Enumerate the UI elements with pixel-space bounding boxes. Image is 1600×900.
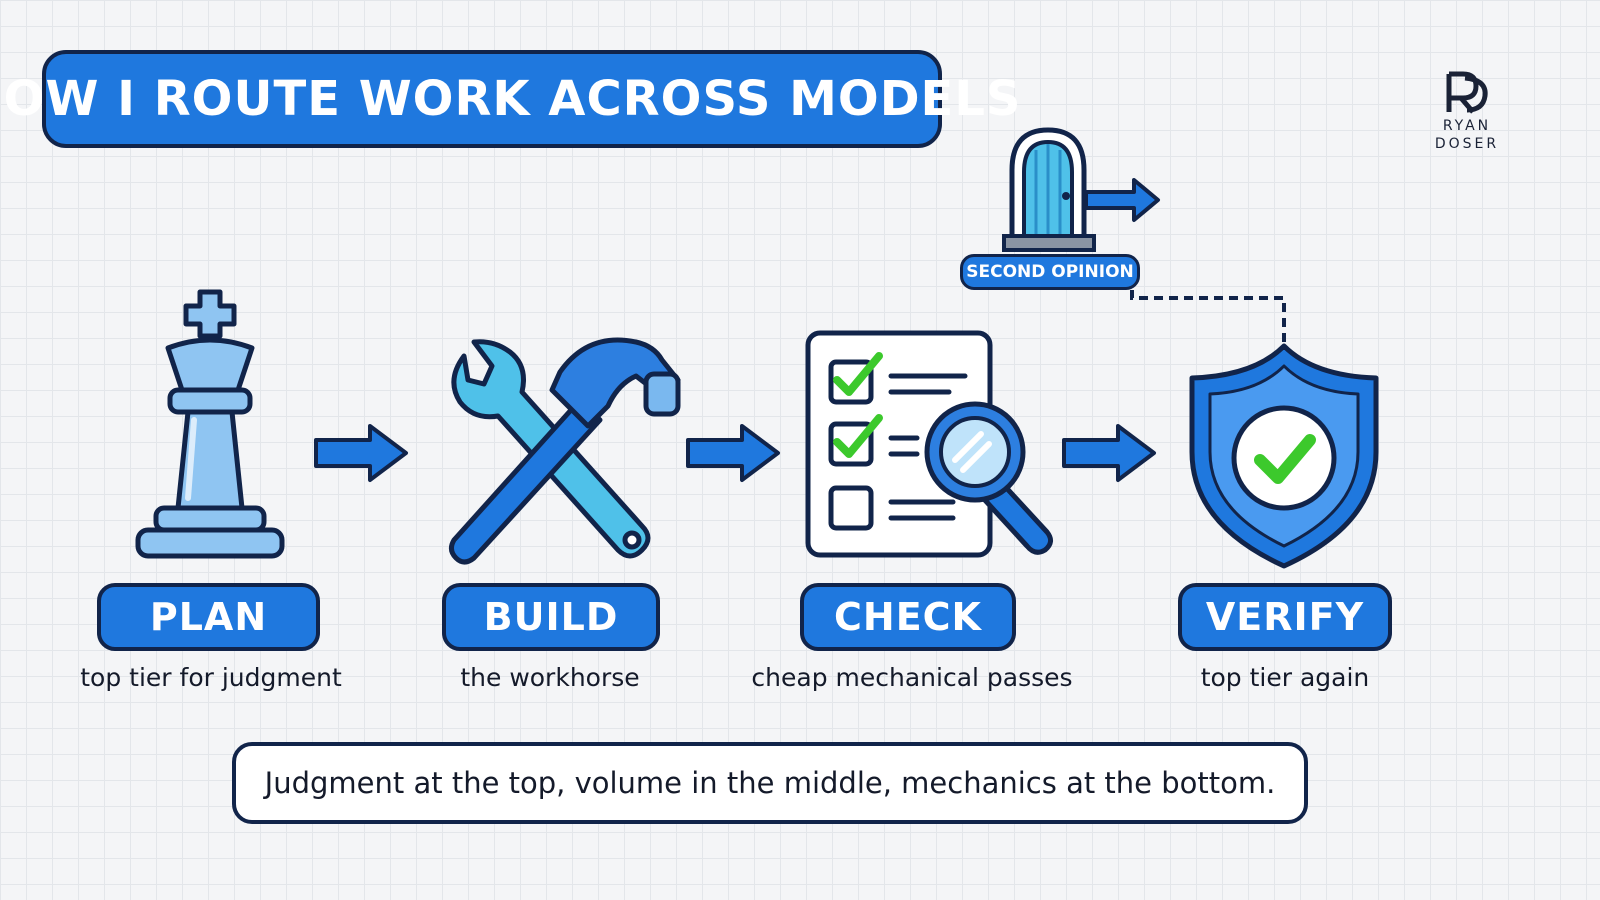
chess-king-icon: [135, 289, 285, 559]
stage-subtitle-plan: top tier for judgment: [80, 663, 342, 692]
shield-check-icon: [1189, 343, 1379, 569]
footer-box: Judgment at the top, volume in the middl…: [232, 742, 1308, 824]
logo-name-line2: DOSER: [1434, 136, 1500, 152]
checklist-magnifier-icon: [805, 330, 1053, 558]
stage-subtitle-build: the workhorse: [460, 663, 640, 692]
title-banner: HOW I ROUTE WORK ACROSS MODELS: [0, 50, 1021, 148]
logo: RYAN DOSER: [1412, 70, 1522, 152]
stage-label-build: BUILD: [442, 583, 660, 651]
stage-label-check: CHECK: [800, 583, 1016, 651]
stage-subtitle-verify: top tier again: [1200, 663, 1370, 692]
page-title: HOW I ROUTE WORK ACROSS MODELS: [0, 71, 1022, 127]
arrow-right-icon: [1062, 424, 1156, 482]
wrench-and-hammer-icon: [448, 337, 681, 565]
logo-monogram: [1446, 71, 1488, 114]
footer-text: Judgment at the top, volume in the middl…: [264, 766, 1276, 800]
second-opinion-badge: SECOND OPINION: [960, 254, 1140, 290]
dashed-connector: [1130, 290, 1286, 350]
arrow-right-icon: [314, 424, 408, 482]
logo-name-line1: RYAN: [1442, 118, 1492, 134]
stage-label-plan: PLAN: [97, 583, 320, 651]
arrow-right-icon: [686, 424, 780, 482]
stage-label-verify: VERIFY: [1178, 583, 1392, 651]
stage-subtitle-check: cheap mechanical passes: [751, 663, 1073, 692]
door-exit-icon: [1002, 127, 1160, 252]
